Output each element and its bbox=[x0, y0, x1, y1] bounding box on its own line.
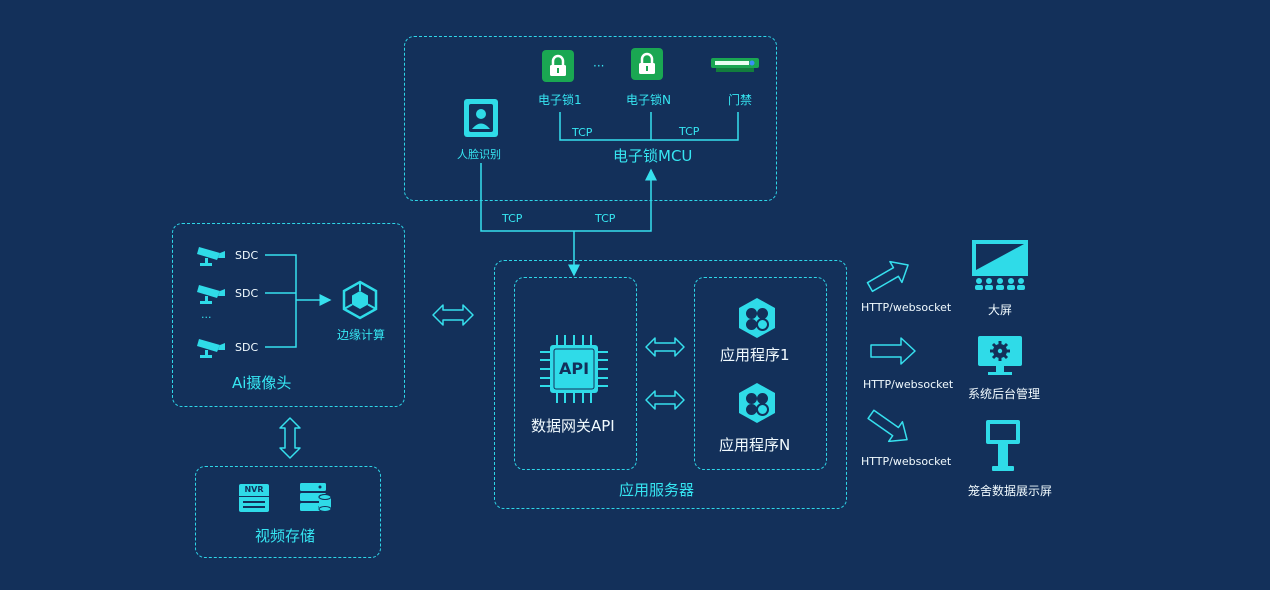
app-server-title: 应用服务器 bbox=[619, 481, 695, 499]
camera-icon bbox=[197, 247, 225, 266]
tcp-label-down: TCP bbox=[502, 212, 523, 225]
lock1-label: 电子锁1 bbox=[538, 93, 582, 107]
app-icon bbox=[739, 383, 775, 423]
gateway-label: 数据网关API bbox=[531, 417, 615, 435]
appN-label: 应用程序N bbox=[719, 436, 791, 454]
protocol-label-1: HTTP/websocket bbox=[861, 301, 952, 314]
applications-box bbox=[694, 277, 827, 470]
tcp-label-right: TCP bbox=[679, 125, 700, 138]
door-access-label: 门禁 bbox=[728, 93, 753, 107]
camera-icon bbox=[197, 339, 225, 358]
protocol-label-3: HTTP/websocket bbox=[861, 455, 952, 468]
nvr-icon: NVR bbox=[239, 484, 269, 512]
sdc-label-1: SDC bbox=[235, 249, 259, 262]
camera-icon bbox=[197, 285, 225, 304]
monitor-gear-icon bbox=[978, 336, 1022, 375]
api-chip-icon: API bbox=[540, 335, 608, 403]
admin-label: 系统后台管理 bbox=[968, 387, 1041, 401]
mcu-label: 电子锁MCU bbox=[613, 147, 693, 165]
cube-icon bbox=[342, 280, 378, 320]
face-recognition-icon bbox=[464, 99, 498, 137]
protocol-label-2: HTTP/websocket bbox=[863, 378, 954, 391]
big-screen-icon bbox=[972, 240, 1028, 290]
sdc-label-3: SDC bbox=[235, 341, 259, 354]
storage-group-title: 视频存储 bbox=[255, 527, 316, 545]
camera-group bbox=[172, 223, 405, 407]
lock-icon bbox=[542, 50, 574, 82]
sdc-label-2: SDC bbox=[235, 287, 259, 300]
app-icon bbox=[739, 298, 775, 338]
cage-display-label: 笼舍数据展示屏 bbox=[968, 484, 1053, 498]
door-access-icon bbox=[711, 58, 759, 72]
kiosk-display-icon bbox=[986, 420, 1020, 471]
api-chip-text: API bbox=[558, 359, 590, 378]
lock-icon bbox=[631, 48, 663, 80]
big-screen-label: 大屏 bbox=[988, 303, 1013, 317]
face-recognition-label: 人脸识别 bbox=[457, 148, 501, 161]
lockN-label: 电子锁N bbox=[626, 93, 671, 107]
app1-label: 应用程序1 bbox=[720, 346, 790, 364]
nvr-badge: NVR bbox=[239, 484, 269, 496]
devices-group bbox=[404, 36, 777, 201]
storage-group bbox=[195, 466, 381, 558]
edge-compute-label: 边缘计算 bbox=[337, 328, 386, 342]
tcp-label-up: TCP bbox=[595, 212, 616, 225]
camera-group-title: Ai摄像头 bbox=[232, 374, 292, 392]
app-server-group bbox=[494, 260, 847, 509]
camera-ellipsis: ... bbox=[201, 308, 212, 321]
gateway-box bbox=[514, 277, 637, 470]
tcp-label-left: TCP bbox=[572, 126, 593, 139]
database-icon bbox=[300, 483, 332, 512]
lock-ellipsis: ··· bbox=[593, 59, 605, 73]
